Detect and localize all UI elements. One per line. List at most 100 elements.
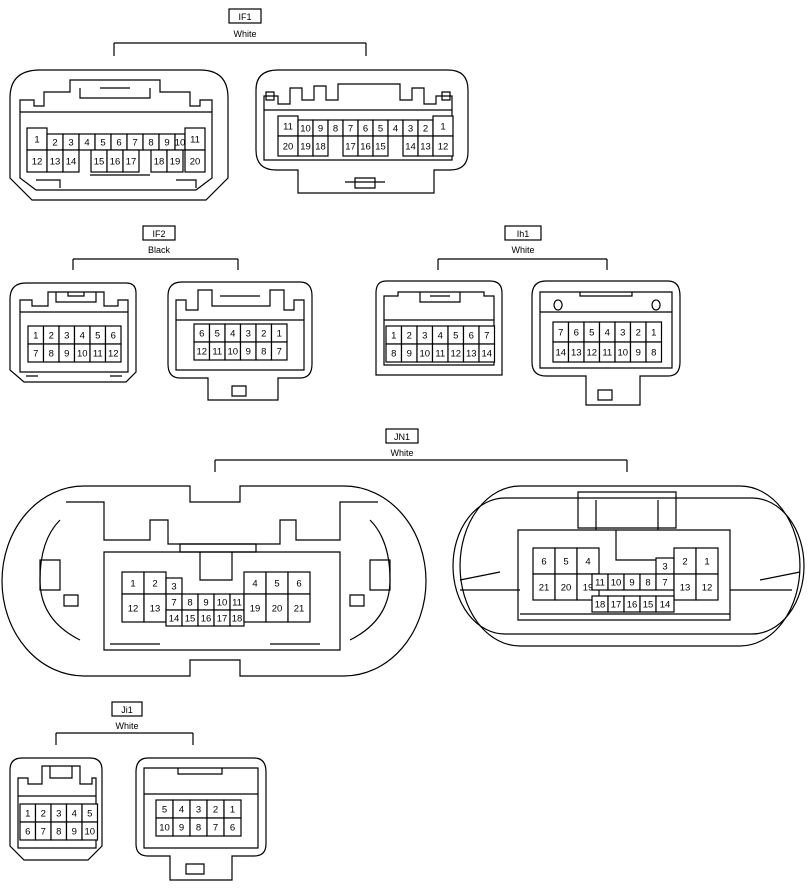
pin-number: 19	[300, 142, 311, 153]
ih1-color-label: White	[511, 245, 534, 255]
pin-number: 14	[555, 348, 566, 359]
pin-number: 9	[64, 349, 69, 360]
pin-number: 13	[571, 348, 582, 359]
pin-number: 20	[561, 583, 572, 594]
pin-number: 11	[595, 578, 605, 589]
pin-number: 10	[84, 827, 95, 838]
pin-number: 7	[348, 124, 353, 135]
pin-number: 1	[277, 329, 282, 340]
pin-number: 2	[636, 328, 641, 339]
pin-number: 7	[662, 578, 667, 589]
pin-number: 9	[318, 124, 323, 135]
pin-number: 17	[345, 142, 356, 153]
pin-number: 1	[391, 331, 396, 342]
jn1-left-connector	[1, 485, 427, 677]
pin-number: 6	[111, 331, 116, 342]
pin-number: 10	[77, 349, 88, 360]
pin-number: 3	[64, 331, 69, 342]
pin-number: 6	[541, 557, 546, 568]
pin-cell	[695, 573, 719, 601]
ih1-header: Ih1 White	[437, 225, 608, 270]
pin-number: 19	[583, 583, 594, 594]
pin-number: 12	[438, 142, 449, 153]
pin-number: 14	[405, 142, 416, 153]
pin-number: 10	[217, 598, 228, 609]
pin-number: 14	[481, 349, 492, 360]
pin-number: 4	[179, 805, 184, 816]
pin-number: 2	[423, 124, 428, 135]
pin-number: 8	[49, 349, 54, 360]
ih1-left-connector	[375, 280, 503, 376]
pin-number: 12	[586, 348, 597, 359]
ih1-id-label: Ih1	[517, 229, 530, 239]
if2-right-connector	[167, 281, 313, 401]
pin-number: 2	[152, 579, 157, 590]
pin-number: 6	[230, 823, 235, 834]
pin-number: 10	[227, 347, 238, 358]
if2-id-label: IF2	[152, 229, 165, 239]
pin-number: 11	[283, 122, 293, 133]
jn1-right-connector	[452, 485, 805, 647]
if2-header: IF2 Black	[72, 225, 239, 270]
pin-number: 15	[375, 142, 386, 153]
pin-number: 13	[680, 583, 691, 594]
pin-number: 19	[250, 604, 261, 615]
pin-number: 11	[190, 135, 200, 146]
jn1-id-label: JN1	[394, 432, 410, 442]
pin-number: 12	[702, 583, 713, 594]
pin-cell	[655, 595, 675, 613]
pin-number: 3	[662, 562, 667, 573]
ji1-id-label: Ji1	[121, 705, 133, 715]
pin-number: 7	[213, 823, 218, 834]
pin-number: 3	[422, 331, 427, 342]
ji1-right-connector	[135, 757, 267, 881]
pin-number: 9	[179, 823, 184, 834]
pin-number: 4	[80, 331, 85, 342]
pin-number: 2	[49, 331, 54, 342]
pin-number: 5	[215, 329, 220, 340]
pin-number: 9	[629, 578, 634, 589]
jn1-color-label: White	[390, 448, 413, 458]
if1-id-label: IF1	[238, 12, 251, 22]
pin-number: 17	[611, 600, 622, 611]
pin-number: 10	[175, 138, 186, 149]
pin-number: 8	[645, 578, 650, 589]
pin-number: 15	[643, 600, 654, 611]
pin-number: 12	[108, 349, 119, 360]
ji1-color-label: White	[115, 721, 138, 731]
pin-cell	[166, 149, 184, 173]
pin-number: 20	[272, 604, 283, 615]
pin-number: 15	[94, 157, 105, 168]
pin-number: 3	[620, 328, 625, 339]
pin-number: 14	[66, 157, 77, 168]
if1-left-connector	[9, 69, 229, 201]
pin-number: 1	[651, 328, 656, 339]
pin-number: 5	[378, 124, 383, 135]
pin-number: 7	[558, 328, 563, 339]
pin-number: 5	[589, 328, 594, 339]
pin-number: 1	[33, 331, 38, 342]
pin-number: 19	[170, 157, 181, 168]
pin-number: 16	[110, 157, 121, 168]
pin-number: 4	[72, 809, 77, 820]
pin-number: 9	[164, 138, 169, 149]
pin-number: 2	[41, 809, 46, 820]
pin-number: 6	[574, 328, 579, 339]
pin-cell	[184, 149, 206, 173]
pin-number: 21	[539, 583, 550, 594]
pin-number: 20	[283, 142, 294, 153]
pin-number: 5	[274, 579, 279, 590]
pin-number: 2	[261, 329, 266, 340]
pin-number: 13	[466, 349, 477, 360]
pin-number: 2	[407, 331, 412, 342]
pin-number: 12	[450, 349, 461, 360]
pin-number: 18	[232, 614, 243, 625]
pin-cell	[81, 821, 99, 841]
pin-number: 15	[185, 614, 196, 625]
